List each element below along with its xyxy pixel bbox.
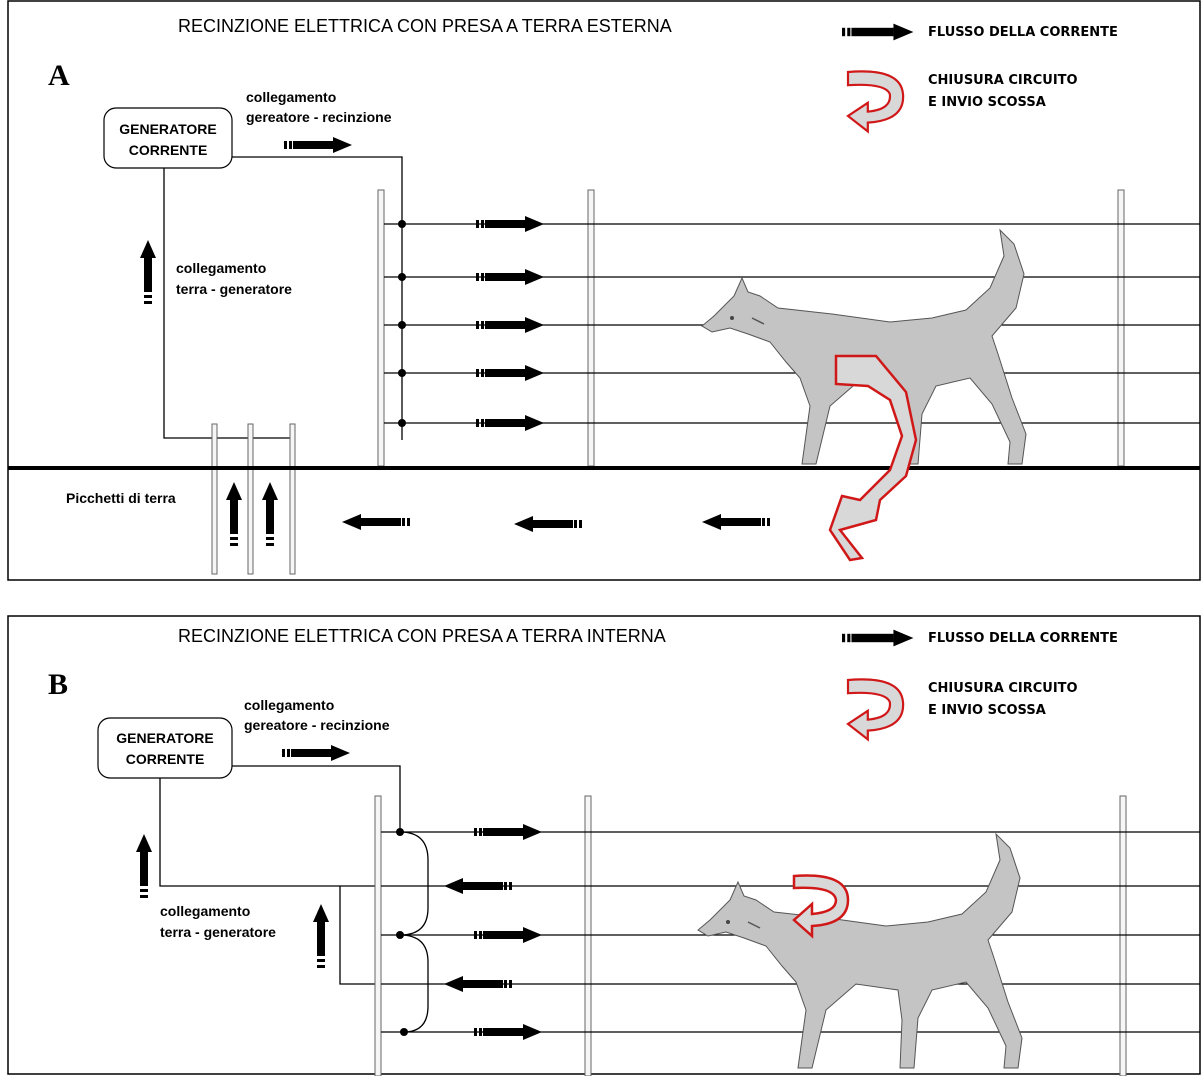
fence-posts-b bbox=[374, 795, 1127, 1076]
flow-arrow-generator-a bbox=[284, 137, 352, 153]
legend-shock-label-b-2: E INVIO SCOSSA bbox=[928, 703, 1046, 718]
panel-a-title: RECINZIONE ELETTRICA CON PRESA A TERRA E… bbox=[178, 16, 672, 36]
gen-fence-label-a-2: gereatore - recinzione bbox=[246, 109, 392, 125]
legend-shock-icon-a bbox=[846, 70, 905, 133]
panel-a-border bbox=[7, 0, 1201, 581]
legend-shock-icon-b bbox=[846, 678, 905, 741]
legend-flow-arrow-a bbox=[842, 23, 914, 41]
ground-gen-label-a-2: terra - generatore bbox=[176, 281, 292, 297]
generator-label-b-2: CORRENTE bbox=[126, 751, 205, 767]
panel-b-border bbox=[7, 615, 1201, 1075]
wire-ground-branch-b bbox=[339, 886, 380, 985]
gen-fence-label-a-1: collegamento bbox=[246, 89, 336, 105]
wire-generator-fence-b bbox=[232, 765, 401, 832]
wolf-a bbox=[701, 229, 1027, 465]
shock-curl-b bbox=[792, 874, 850, 939]
panel-a-letter: A bbox=[48, 59, 70, 92]
legend-shock-label-a-2: E INVIO SCOSSA bbox=[928, 95, 1046, 110]
flow-arrows-fence-a bbox=[476, 216, 544, 431]
wire-ground-generator-b bbox=[159, 778, 380, 887]
flow-arrows-return-a bbox=[342, 514, 770, 532]
legend-flow-label-b: FLUSSO DELLA CORRENTE bbox=[928, 631, 1118, 646]
generator-box-b bbox=[97, 717, 233, 779]
panel-b-letter: B bbox=[48, 668, 68, 701]
legend-flow-label-a: FLUSSO DELLA CORRENTE bbox=[928, 25, 1118, 40]
panel-a: A RECINZIONE ELETTRICA CON PRESA A TERRA… bbox=[7, 0, 1201, 581]
panel-b: B RECINZIONE ELETTRICA CON PRESA A TERRA… bbox=[7, 615, 1201, 1076]
generator-box-a bbox=[103, 107, 233, 169]
ground-gen-label-a-1: collegamento bbox=[176, 260, 266, 276]
panel-b-title: RECINZIONE ELETTRICA CON PRESA A TERRA I… bbox=[178, 626, 666, 646]
wire-ground-generator-a bbox=[163, 168, 294, 439]
gen-fence-label-b-1: collegamento bbox=[244, 697, 334, 713]
wolf-b bbox=[697, 833, 1023, 1069]
flow-arrow-rod-up-a-2 bbox=[262, 482, 278, 546]
ground-gen-label-b-2: terra - generatore bbox=[160, 924, 276, 940]
ground-rods-label-a: Picchetti di terra bbox=[66, 490, 176, 506]
flow-arrow-ground-up-a bbox=[140, 240, 156, 304]
legend-shock-label-a-1: CHIUSURA CIRCUITO bbox=[928, 73, 1078, 88]
legend-flow-arrow-b bbox=[842, 629, 914, 647]
flow-arrow-rod-up-a-1 bbox=[226, 482, 242, 546]
generator-label-a-1: GENERATORE bbox=[119, 121, 217, 137]
flow-arrow-generator-b bbox=[282, 745, 350, 761]
legend-shock-label-b-1: CHIUSURA CIRCUITO bbox=[928, 681, 1078, 696]
generator-label-a-2: CORRENTE bbox=[129, 142, 208, 158]
generator-label-b-1: GENERATORE bbox=[116, 730, 214, 746]
wire-generator-fence-a bbox=[232, 156, 403, 440]
flow-arrows-fence-b bbox=[444, 824, 542, 1040]
shock-path-a bbox=[828, 354, 918, 562]
ground-rods-a bbox=[211, 423, 296, 575]
flow-arrow-ground-up-b-2 bbox=[313, 904, 329, 968]
gen-fence-label-b-2: gereatore - recinzione bbox=[244, 717, 390, 733]
flow-arrow-ground-up-b-1 bbox=[136, 834, 152, 898]
ground-gen-label-b-1: collegamento bbox=[160, 903, 250, 919]
